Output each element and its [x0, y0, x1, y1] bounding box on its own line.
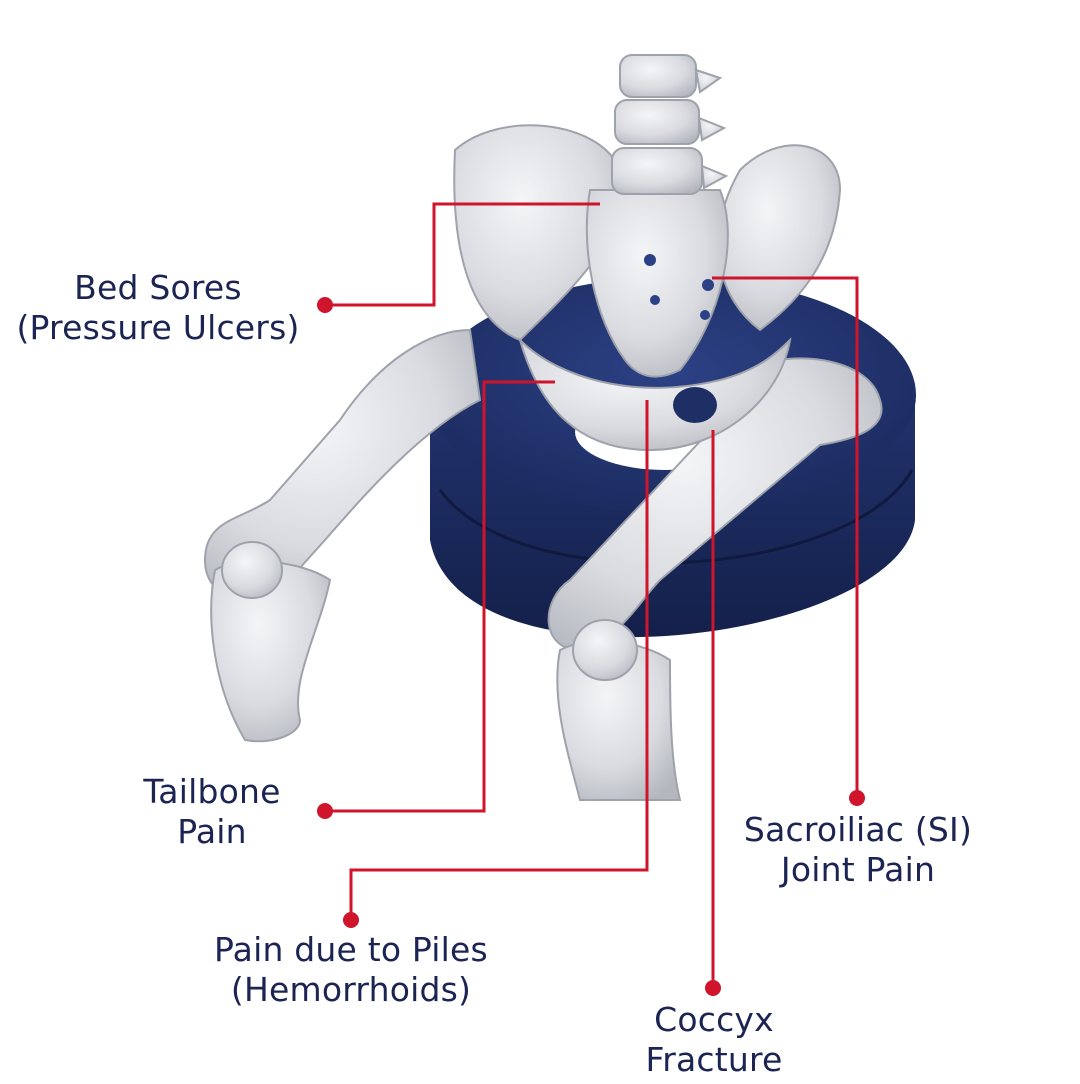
left-iliac-wing [453, 124, 625, 342]
lumbar-vertebra-3 [611, 147, 703, 195]
spinous-process-1 [694, 68, 723, 94]
sacrum [585, 189, 729, 378]
sacroiliac-pain-label: Sacroiliac (SI) Joint Pain [720, 810, 996, 890]
spinous-process-2 [697, 116, 727, 142]
right-femur [547, 357, 883, 652]
sacral-foramen [650, 295, 660, 305]
left-tibia [210, 560, 332, 743]
piles-dot [343, 912, 359, 928]
obturator-foramen [673, 387, 717, 423]
bed-sores-label-line2: (Pressure Ulcers) [16, 308, 300, 347]
piles-label-line1: Pain due to Piles [214, 930, 488, 969]
leader-line-sacroiliac [712, 276, 859, 798]
pelvis-skeleton [203, 54, 883, 801]
coccyx-label-line1: Coccyx [654, 1000, 774, 1039]
lumbar-vertebra-2 [614, 99, 700, 145]
piles-pain-label: Pain due to Piles (Hemorrhoids) [198, 930, 504, 1010]
coccyx-fracture-label: Coccyx Fracture [612, 1000, 816, 1080]
tailbone-label-line2: Pain [177, 812, 247, 851]
coccyx-dot [705, 980, 721, 996]
right-patella [572, 619, 638, 681]
cushion-seam [438, 469, 914, 565]
leader-lines [325, 202, 859, 988]
tailbone-dot [317, 803, 333, 819]
bed-sores-label: Bed Sores (Pressure Ulcers) [12, 268, 304, 348]
sacral-foramen [702, 279, 714, 291]
sacroiliac-label-line1: Sacroiliac (SI) [743, 810, 973, 849]
sacral-foramen [700, 310, 710, 320]
leader-line-piles [349, 400, 649, 920]
tailbone-pain-label: Tailbone Pain [112, 772, 312, 852]
leader-dots [317, 297, 865, 996]
pubic-arch [517, 336, 792, 452]
left-patella [221, 541, 283, 599]
leader-line-bed-sores [325, 202, 600, 307]
leader-line-tailbone [325, 380, 555, 813]
sacroiliac-label-line2: Joint Pain [780, 850, 936, 889]
piles-label-line2: (Hemorrhoids) [230, 970, 472, 1009]
sacroiliac-dot [849, 790, 865, 806]
coccyx-label-line2: Fracture [645, 1040, 783, 1079]
left-femur [203, 328, 482, 601]
bed-sores-label-line1: Bed Sores [74, 268, 242, 307]
spinous-process-3 [700, 164, 729, 190]
sacral-foramen [644, 254, 656, 266]
bed-sores-dot [317, 297, 333, 313]
tailbone-label-line1: Tailbone [143, 772, 281, 811]
lumbar-vertebra-1 [619, 54, 697, 98]
